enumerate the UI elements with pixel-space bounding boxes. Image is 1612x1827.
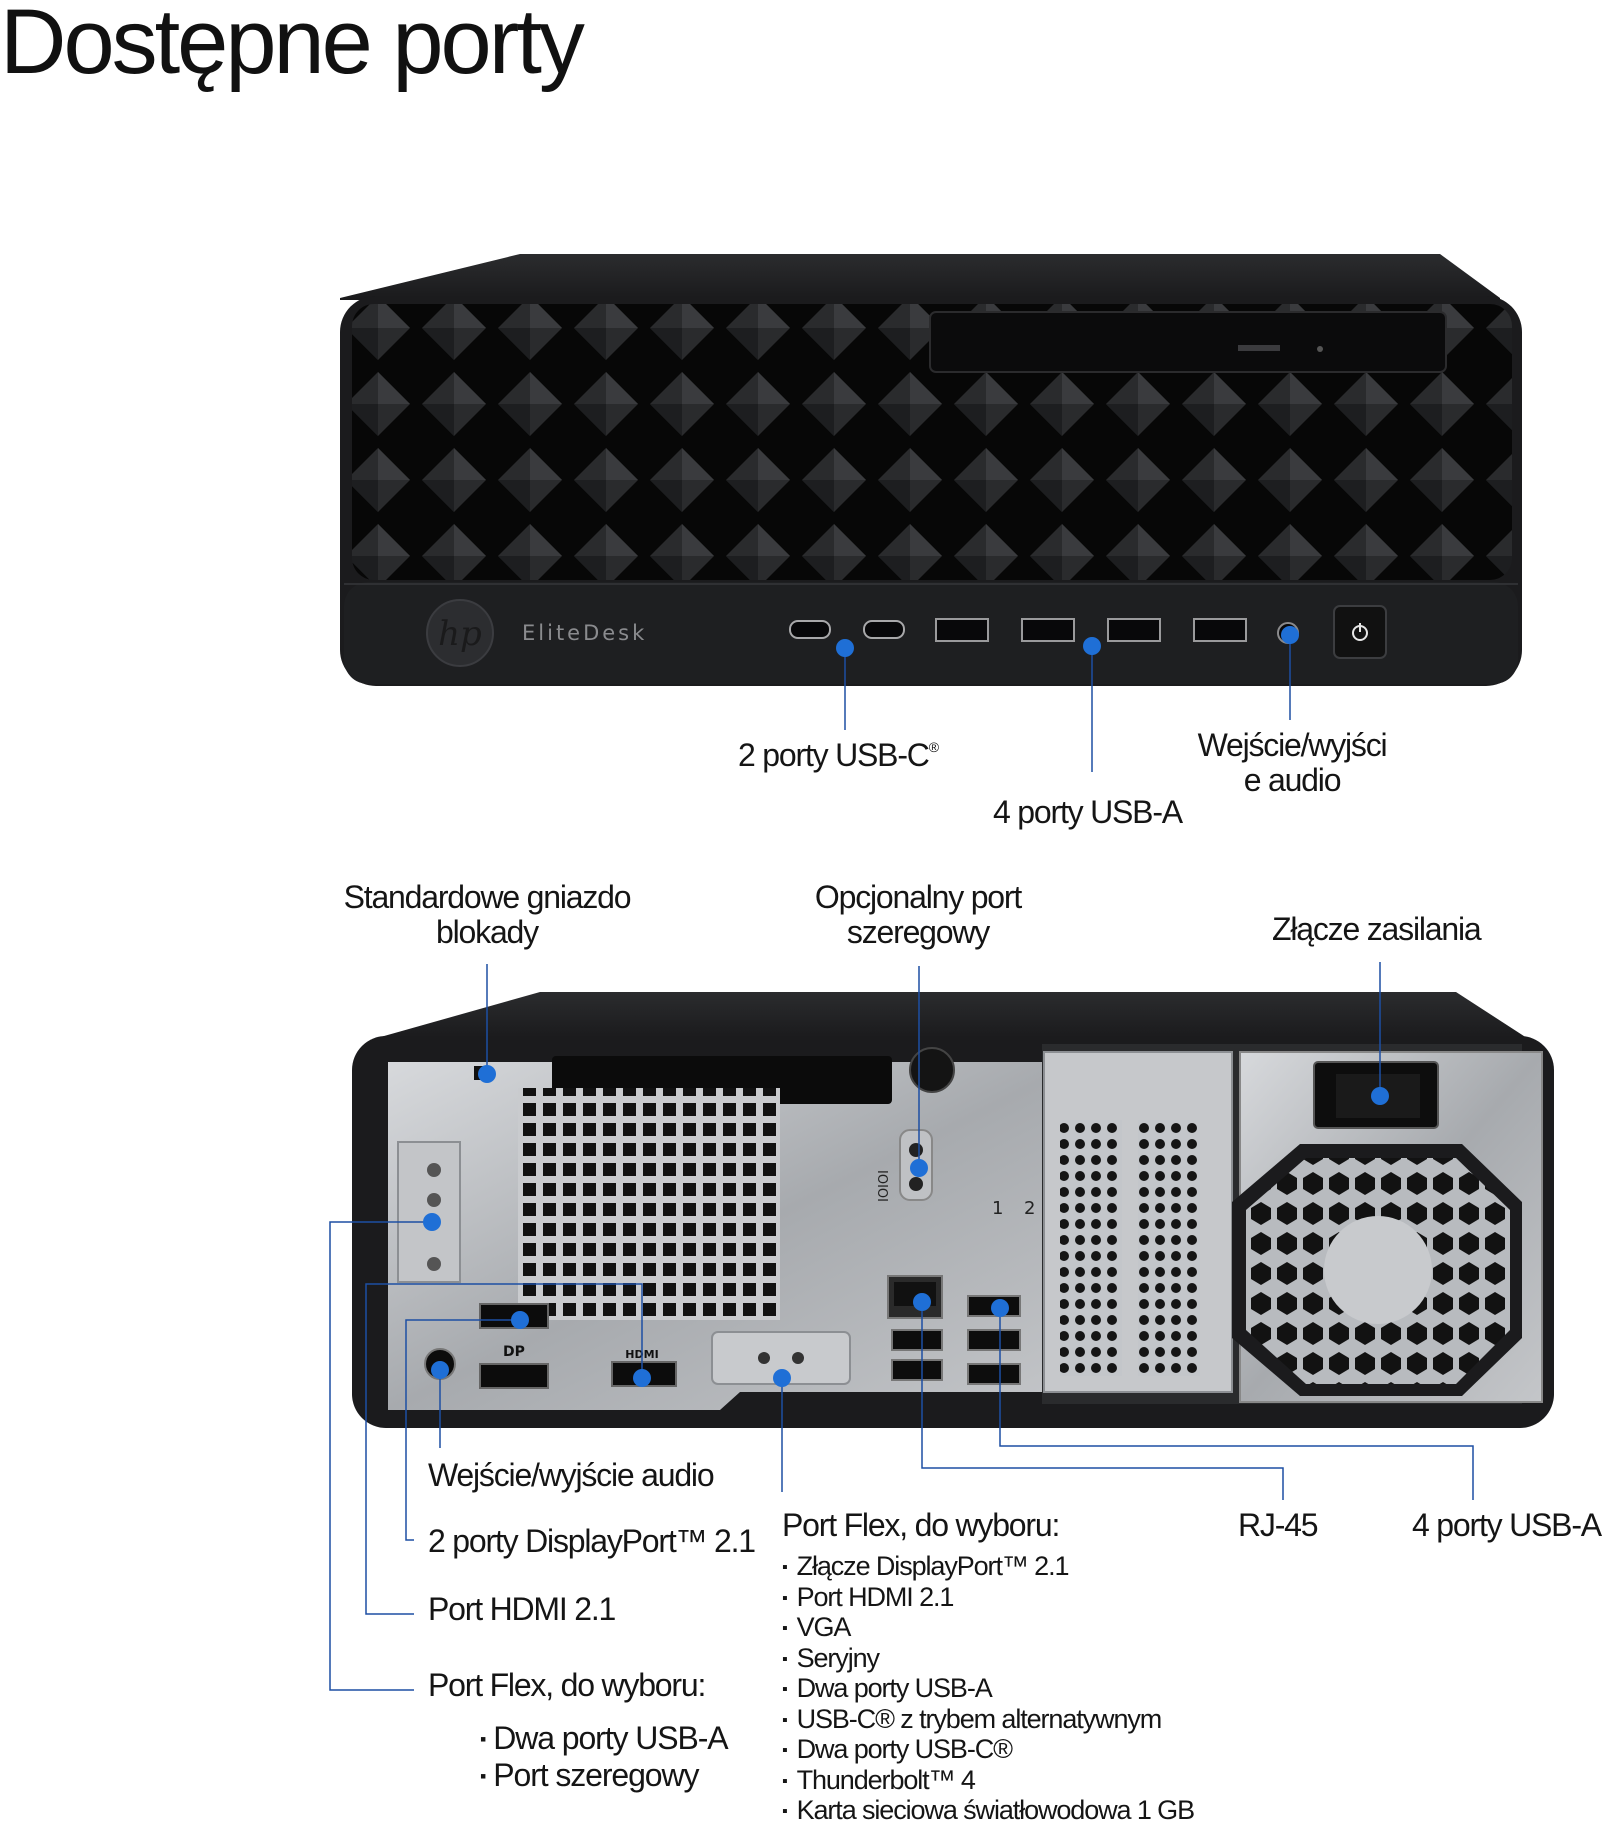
slot-1-mark: 1 <box>992 1198 1003 1219</box>
list-item: Dwa porty USB-A <box>782 1673 1194 1705</box>
label-flex-middle: Port Flex, do wyboru: <box>782 1507 1060 1543</box>
label-usbc-front: 2 porty USB-C® <box>738 737 939 773</box>
list-item: Złącze DisplayPort™ 2.1 <box>782 1551 1194 1583</box>
list-item: Thunderbolt™ 4 <box>782 1765 1194 1797</box>
label-audio-rear: Wejście/wyjście audio <box>428 1457 715 1493</box>
label-power: Złącze zasilania <box>1272 911 1482 947</box>
dp-port-mark: DP <box>503 1344 525 1360</box>
front-chassis: hp <box>340 254 1522 686</box>
page-title: Dostępne porty <box>0 0 585 93</box>
rear-markers <box>423 1065 1389 1387</box>
label-audio-front: Wejście/wyjści e audio <box>1197 727 1388 799</box>
list-item: Port HDMI 2.1 <box>782 1582 1194 1614</box>
list-item: VGA <box>782 1612 1194 1644</box>
label-displayport: 2 porty DisplayPort™ 2.1 <box>428 1523 756 1559</box>
label-usba-rear: 4 porty USB-A <box>1412 1507 1602 1543</box>
flex-middle-options: Złącze DisplayPort™ 2.1 Port HDMI 2.1 VG… <box>782 1551 1196 1827</box>
label-rj45: RJ-45 <box>1238 1507 1319 1543</box>
elitedesk-brand: EliteDesk <box>522 621 647 645</box>
flex-left-options: Dwa porty USB-A Port szeregowy <box>480 1720 728 1794</box>
list-item: Port szeregowy <box>480 1757 728 1794</box>
front-leader-lines <box>844 635 1291 772</box>
front-markers <box>836 626 1299 657</box>
label-serial: Opcjonalny port szeregowy <box>814 879 1022 951</box>
list-item: USB-C® z trybem alternatywnym <box>782 1704 1194 1736</box>
list-item: Seryjny <box>782 1643 1194 1675</box>
rear-leader-lines <box>329 962 1474 1691</box>
slot-2-mark: 2 <box>1024 1198 1035 1219</box>
list-item: Karta sieciowa światłowodowa 1 GB <box>782 1795 1196 1827</box>
label-hdmi: Port HDMI 2.1 <box>428 1591 616 1627</box>
svg-text:hp: hp <box>438 614 482 654</box>
list-item: Dwa porty USB-A <box>480 1720 728 1757</box>
label-flex-left: Port Flex, do wyboru: <box>428 1667 706 1703</box>
label-lock-slot: Standardowe gniazdo blokady <box>343 879 632 951</box>
label-usba-front: 4 porty USB-A <box>993 794 1183 830</box>
list-item: Dwa porty USB-C® <box>782 1734 1194 1766</box>
serial-port-mark: IOIOI <box>874 1170 889 1202</box>
rear-chassis: DP HDMI IOIOI 1 2 <box>352 992 1554 1428</box>
